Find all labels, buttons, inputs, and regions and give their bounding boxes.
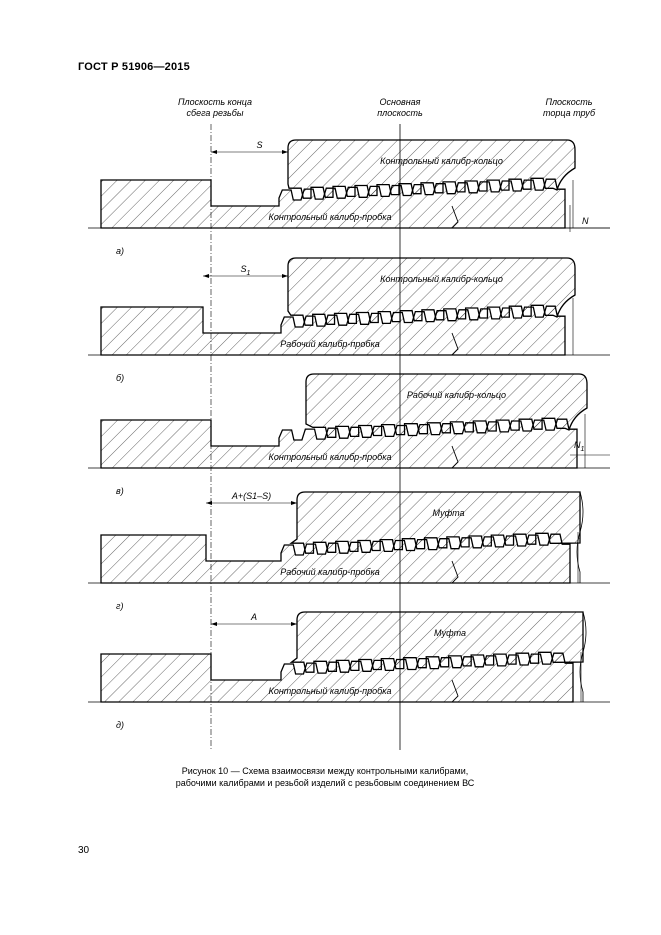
ring-label-b: Контрольный калибр-кольцо: [380, 274, 503, 284]
dimension-arrow-right-b: [282, 274, 288, 278]
ring-label-c: Рабочий калибр-кольцо: [407, 390, 506, 400]
panel-letter-d: г): [116, 601, 123, 611]
dimension-label-b-main: S: [241, 264, 247, 274]
panel-letter-e: д): [116, 720, 124, 730]
end-dimension-label-a: N: [582, 216, 589, 226]
panel-letter-c: в): [116, 486, 124, 496]
break-mark-e: [450, 679, 460, 703]
dimension-label-a: S: [256, 140, 262, 150]
ring-gauge-d: [289, 491, 581, 554]
label-pipe-end-plane-line1: Плоскость: [545, 97, 593, 107]
plug-label-a: Контрольный калибр-пробка: [269, 212, 392, 222]
label-runout-plane: Плоскость конца сбега резьбы: [160, 97, 270, 119]
end-dimension-label-c-main: N: [574, 440, 581, 450]
break-mark-d: [450, 560, 460, 584]
break-mark-b: [450, 332, 460, 356]
break-mark-a: [450, 205, 460, 229]
plug-label-d: Рабочий калибр-пробка: [280, 567, 379, 577]
drawing-layer: [88, 124, 610, 750]
panel-letter-b: б): [116, 373, 124, 383]
figure-caption-line1: Рисунок 10 — Схема взаимосвязи между кон…: [181, 766, 469, 776]
ring-gauge-a: [287, 139, 576, 199]
page-number: 30: [78, 845, 90, 856]
dimension-label-d: A+(S1–S): [231, 491, 271, 501]
label-pipe-end-plane-line2: торца труб: [542, 108, 596, 118]
ring-gauge-e: [289, 611, 584, 673]
dimension-label-b: S1: [241, 264, 251, 277]
dimension-arrow-left-e: [211, 622, 217, 626]
panel-letter-a: а): [116, 246, 124, 256]
end-dimension-label-c-sub: 1: [581, 446, 585, 453]
document-header: ГОСТ Р 51906—2015: [78, 61, 190, 73]
label-pipe-end-plane: Плоскость торца труб: [524, 97, 614, 119]
dimension-arrow-left-b: [203, 274, 209, 278]
plug-label-c: Контрольный калибр-пробка: [269, 452, 392, 462]
dimension-label-b-sub: 1: [247, 270, 251, 277]
dimension-arrow-right-a: [282, 150, 288, 154]
dimension-arrow-left-a: [211, 150, 217, 154]
ring-label-a: Контрольный калибр-кольцо: [380, 156, 503, 166]
break-mark-c: [450, 445, 460, 469]
ring-gauge-b: [287, 257, 576, 326]
ring-label-d: Муфта: [432, 508, 464, 518]
figure-caption-line2: рабочими калибрами и резьбой изделий с р…: [175, 778, 475, 788]
dimension-arrow-right-d: [291, 501, 297, 505]
label-runout-plane-line2: сбега резьбы: [186, 108, 244, 118]
figure-caption: Рисунок 10 — Схема взаимосвязи между кон…: [130, 765, 520, 789]
ring-label-e: Муфта: [434, 628, 466, 638]
label-main-plane: Основная плоскость: [355, 97, 445, 119]
dimension-label-e: A: [250, 612, 257, 622]
end-dimension-label-c: N1: [574, 440, 585, 453]
drawing-text-layer: Контрольный калибр-кольцо Контрольный ка…: [116, 140, 589, 730]
label-main-plane-line2: плоскость: [377, 108, 423, 118]
label-runout-plane-line1: Плоскость конца: [177, 97, 253, 107]
dimension-arrow-right-e: [291, 622, 297, 626]
dimension-arrow-left-d: [206, 501, 212, 505]
label-main-plane-line1: Основная: [379, 97, 421, 107]
ring-gauge-c: [305, 373, 588, 438]
plug-label-e: Контрольный калибр-пробка: [269, 686, 392, 696]
plug-label-b: Рабочий калибр-пробка: [280, 339, 379, 349]
